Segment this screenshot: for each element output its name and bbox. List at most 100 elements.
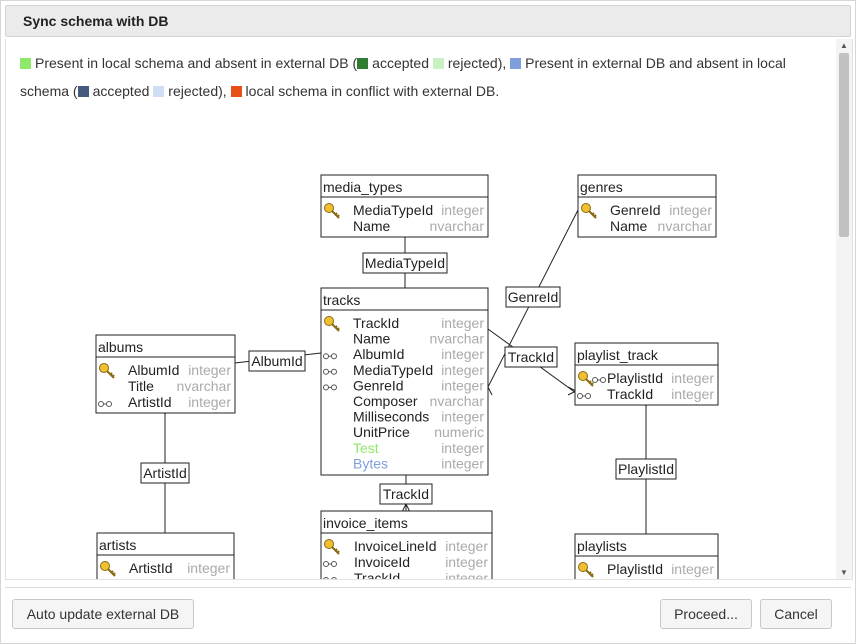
table-name: playlist_track — [577, 347, 659, 363]
column-name: TrackId — [353, 315, 399, 331]
relation-label-box — [505, 286, 561, 308]
dialog-content: Present in local schema and absent in ex… — [5, 39, 853, 580]
table-row: AlbumId integer — [99, 362, 231, 379]
column-name: PlaylistId — [607, 370, 663, 386]
table-row: TrackId integer — [323, 570, 488, 579]
scroll-up-icon[interactable]: ▲ — [840, 41, 848, 50]
column-type: integer — [441, 315, 484, 331]
column-name: Bytes — [353, 455, 388, 471]
legend-text-external: Present in external DB and absent in loc… — [20, 55, 786, 99]
legend-text-local: Present in local schema and absent in ex… — [35, 55, 358, 71]
key-icon-shaft — [585, 569, 594, 578]
cancel-button[interactable]: Cancel — [760, 599, 832, 629]
column-name: Title — [128, 378, 154, 394]
table-row: Bytes integer — [353, 455, 484, 471]
relation-label-box — [615, 458, 677, 480]
auto-update-external-db-button[interactable]: Auto update external DB — [12, 599, 194, 629]
key-icon — [324, 203, 334, 213]
key-icon-shaft — [331, 323, 340, 332]
column-name: Name — [353, 218, 391, 234]
dialog-title: Sync schema with DB — [23, 13, 169, 29]
table-name: genres — [580, 179, 623, 195]
vertical-scrollbar[interactable]: ▲ ▼ — [836, 39, 852, 579]
table-box — [577, 174, 717, 238]
column-type: nvarchar — [177, 378, 232, 394]
legend: Present in local schema and absent in ex… — [20, 49, 820, 105]
column-type: integer — [671, 561, 714, 577]
column-type: integer — [445, 538, 488, 554]
column-name: Name — [610, 218, 648, 234]
table-name: tracks — [323, 292, 360, 308]
column-type: integer — [445, 570, 488, 579]
column-type: integer — [188, 362, 231, 378]
column-type: integer — [441, 346, 484, 362]
column-type: nvarchar — [430, 218, 485, 234]
key-icon — [581, 203, 591, 213]
column-name: Milliseconds — [353, 409, 429, 425]
table-box — [96, 532, 235, 579]
column-type: integer — [441, 202, 484, 218]
column-name: ArtistId — [129, 560, 173, 576]
key-icon — [324, 316, 334, 326]
column-type: integer — [441, 440, 484, 456]
column-type: integer — [669, 202, 712, 218]
table-row: ArtistId integer — [100, 560, 230, 577]
column-type: integer — [671, 386, 714, 402]
table-row: MediaTypeId integer — [323, 362, 484, 378]
link-icon — [323, 577, 329, 579]
column-name: MediaTypeId — [353, 362, 433, 378]
key-icon-shaft — [331, 210, 340, 219]
table-row: TrackId integer — [324, 315, 484, 332]
column-name: AlbumId — [128, 362, 179, 378]
column-type: integer — [441, 362, 484, 378]
column-name: Name — [353, 331, 391, 347]
conflict-swatch — [230, 86, 242, 97]
column-name: InvoiceLineId — [354, 538, 437, 554]
local-present-swatch — [20, 58, 31, 69]
local-rejected-swatch — [432, 58, 444, 69]
column-type: nvarchar — [430, 393, 485, 409]
legend-text-external-rejected: rejected), — [168, 83, 231, 99]
scrollbar-thumb[interactable] — [839, 53, 849, 237]
proceed-button[interactable]: Proceed... — [660, 599, 752, 629]
table-box — [320, 510, 493, 579]
relation-label-text: MediaTypeId — [365, 255, 445, 271]
column-type: integer — [187, 560, 230, 576]
column-name: TrackId — [354, 570, 400, 579]
column-type: integer — [441, 455, 484, 471]
local-accepted-swatch — [357, 58, 369, 69]
relation-label-text: PlaylistId — [618, 461, 674, 477]
key-icon-shaft — [331, 546, 340, 555]
legend-text-local-rejected: rejected), — [447, 55, 511, 71]
table-box — [320, 174, 489, 238]
table-box — [320, 287, 489, 476]
key-icon — [99, 363, 109, 373]
relation-label-text: GenreId — [508, 289, 559, 305]
legend-text-conflict: local schema in conflict with external D… — [245, 83, 500, 99]
legend-text-external-accepted: accepted — [92, 83, 150, 99]
table-name: albums — [98, 339, 143, 355]
table-row: Title nvarchar — [128, 378, 231, 394]
external-present-swatch — [510, 58, 522, 69]
scroll-down-icon[interactable]: ▼ — [840, 568, 848, 577]
